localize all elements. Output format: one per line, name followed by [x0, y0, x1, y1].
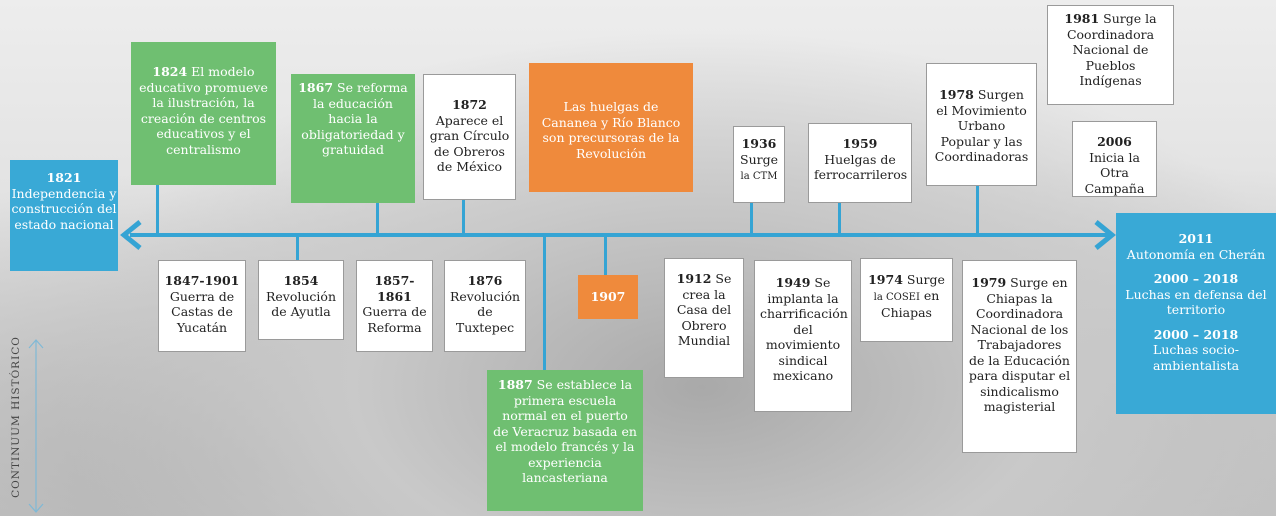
event-1847: 1847-1901 Guerra de Castas de Yucatán — [158, 260, 246, 352]
event-1821: 1821 Independencia y construcción del es… — [10, 160, 118, 271]
right-panel-text: Luchas en defensa del territorio — [1125, 286, 1267, 318]
event-1857-text: Guerra de Reforma — [362, 304, 427, 335]
event-1912-text: Se crea la Casa del Obrero Mundial — [676, 271, 732, 348]
event-1981-year: 1981 — [1064, 11, 1100, 26]
event-1907-year: 1907 — [590, 289, 626, 304]
event-huelgas-text: Las huelgas de Cananea y Río Blanco son … — [541, 99, 681, 161]
event-1854-year: 1854 — [283, 273, 319, 288]
event-1907: 1907 — [578, 275, 638, 319]
event-1974-post: en Chiapas — [881, 287, 940, 321]
event-1824: 1824 El modelo educativo promueve la ilu… — [131, 42, 276, 185]
vertical-double-arrow-icon — [28, 339, 44, 513]
right-panel-item: 2000 – 2018 Luchas en defensa del territ… — [1122, 271, 1270, 318]
event-1979-year: 1979 — [971, 275, 1007, 290]
right-panel-year: 2000 – 2018 — [1153, 326, 1239, 342]
event-1821-text: Independencia y construcción del estado … — [11, 185, 117, 232]
event-1949-year: 1949 — [775, 275, 811, 290]
event-2006-year: 2006 — [1097, 134, 1132, 149]
event-1959-year: 1959 — [842, 136, 878, 151]
right-panel-text: Luchas socio-ambientalista — [1152, 342, 1240, 373]
event-1978: 1978 Surgen el Movimiento Urbano Popular… — [926, 63, 1037, 186]
event-1959: 1959 Huelgas de ferrocarrileros — [808, 123, 912, 203]
event-1876-text: Revolución de Tuxtepec — [450, 288, 521, 335]
right-panel-year: 2011 — [1178, 231, 1214, 246]
event-1857: 1857-1861 Guerra de Reforma — [356, 260, 433, 352]
event-1981: 1981 Surge la Coordinadora Nacional de P… — [1047, 5, 1174, 105]
right-panel-year: 2000 – 2018 — [1153, 271, 1239, 286]
connector-1936 — [750, 203, 753, 235]
event-1979-text: Surge en Chiapas la Coordinadora Naciona… — [968, 275, 1071, 414]
event-1936: 1936 Surge la CTM — [733, 126, 785, 203]
event-1936-ab: la CTM — [740, 171, 778, 182]
event-1887-text: Se establece la primera escuela normal e… — [493, 377, 637, 485]
axis-label-container: CONTINUUM HISTÓRICO — [0, 322, 34, 512]
connector-1887 — [543, 235, 546, 370]
event-1876-year: 1876 — [467, 273, 503, 288]
event-1949: 1949 Se implanta la charrificación del m… — [754, 260, 852, 412]
event-1979: 1979 Surge en Chiapas la Coordinadora Na… — [962, 260, 1077, 453]
connector-1872 — [462, 200, 465, 235]
event-1876: 1876 Revolución de Tuxtepec — [444, 260, 526, 352]
event-1949-text: Se implanta la charrificación del movimi… — [760, 275, 848, 383]
event-1887: 1887 Se establece la primera escuela nor… — [487, 370, 643, 511]
right-panel: 2011 Autonomía en Cherán 2000 – 2018 Luc… — [1116, 213, 1276, 414]
event-1872-year: 1872 — [452, 97, 487, 112]
event-1974-pre: Surge — [902, 272, 945, 287]
event-1974: 1974 Surge la COSEI en Chiapas — [860, 258, 953, 342]
right-panel-text: Autonomía en Cherán — [1126, 246, 1266, 262]
event-1912: 1912 Se crea la Casa del Obrero Mundial — [664, 258, 744, 378]
event-1872-text: Aparece el gran Círculo de Obreros de Mé… — [429, 112, 510, 175]
event-1824-text: El modelo educativo promueve la ilustrac… — [139, 64, 268, 157]
event-1936-year: 1936 — [741, 136, 777, 151]
event-1821-year: 1821 — [46, 170, 82, 185]
connector-1978 — [976, 186, 979, 235]
connector-1867 — [376, 203, 379, 235]
event-2006-text: Inicia la Otra Campaña — [1084, 149, 1145, 196]
event-1872: 1872 Aparece el gran Círculo de Obreros … — [423, 74, 516, 200]
connector-1959 — [838, 203, 841, 235]
connector-1824 — [156, 185, 159, 235]
event-1857-year: 1857-1861 — [374, 273, 415, 304]
event-2006: 2006 Inicia la Otra Campaña — [1072, 121, 1157, 197]
connector-1907 — [604, 235, 607, 275]
event-1978-year: 1978 — [939, 87, 974, 102]
axis-label: CONTINUUM HISTÓRICO — [10, 336, 22, 498]
right-panel-item: 2011 Autonomía en Cherán — [1122, 231, 1270, 262]
event-1974-ab: la COSEI — [873, 291, 920, 303]
event-1981-text: Surge la Coordinadora Nacional de Pueblo… — [1066, 11, 1157, 88]
event-1912-year: 1912 — [676, 271, 712, 286]
event-1854: 1854 Revolución de Ayutla — [258, 260, 344, 340]
event-1867: 1867 Se reforma la educación hacia la ob… — [291, 74, 415, 203]
connector-1854 — [296, 235, 299, 260]
event-1887-year: 1887 — [497, 377, 533, 392]
event-1867-text: Se reforma la educación hacia la obligat… — [301, 80, 408, 157]
event-1974-year: 1974 — [868, 272, 903, 287]
event-1847-text: Guerra de Castas de Yucatán — [169, 288, 235, 335]
event-huelgas: Las huelgas de Cananea y Río Blanco son … — [529, 63, 693, 192]
event-1959-text: Huelgas de ferrocarrileros — [814, 151, 908, 183]
event-1854-text: Revolución de Ayutla — [265, 288, 337, 320]
event-1936-pre: Surge — [740, 151, 778, 167]
event-1978-text: Surgen el Movimiento Urbano Popular y la… — [934, 87, 1029, 164]
right-panel-item: 2000 – 2018 Luchas socio-ambientalista — [1122, 327, 1270, 374]
event-1847-year: 1847-1901 — [164, 273, 240, 288]
event-1824-year: 1824 — [152, 64, 188, 79]
event-1867-year: 1867 — [298, 80, 334, 95]
